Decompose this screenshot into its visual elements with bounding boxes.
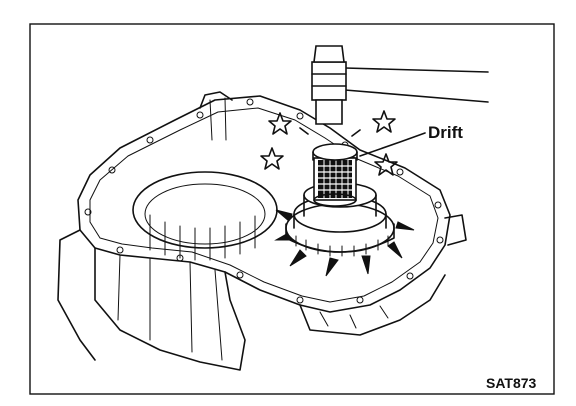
drift-tool — [312, 143, 358, 207]
star-icon — [268, 112, 292, 135]
flange-bolt-holes — [84, 98, 444, 304]
knurl-pattern — [318, 160, 352, 198]
drift-leader-line — [359, 132, 426, 157]
bearing-assembly — [274, 182, 415, 277]
star-icon — [374, 153, 398, 176]
drift-label: Drift — [428, 123, 463, 142]
transmission-case — [57, 91, 467, 371]
figure-code: SAT873 — [486, 375, 537, 391]
bearing-teeth — [274, 209, 415, 277]
star-icon — [260, 147, 284, 170]
hammer-icon — [311, 45, 489, 125]
impact-stars — [260, 110, 398, 176]
figure-frame — [29, 23, 555, 395]
star-icon — [372, 110, 396, 133]
